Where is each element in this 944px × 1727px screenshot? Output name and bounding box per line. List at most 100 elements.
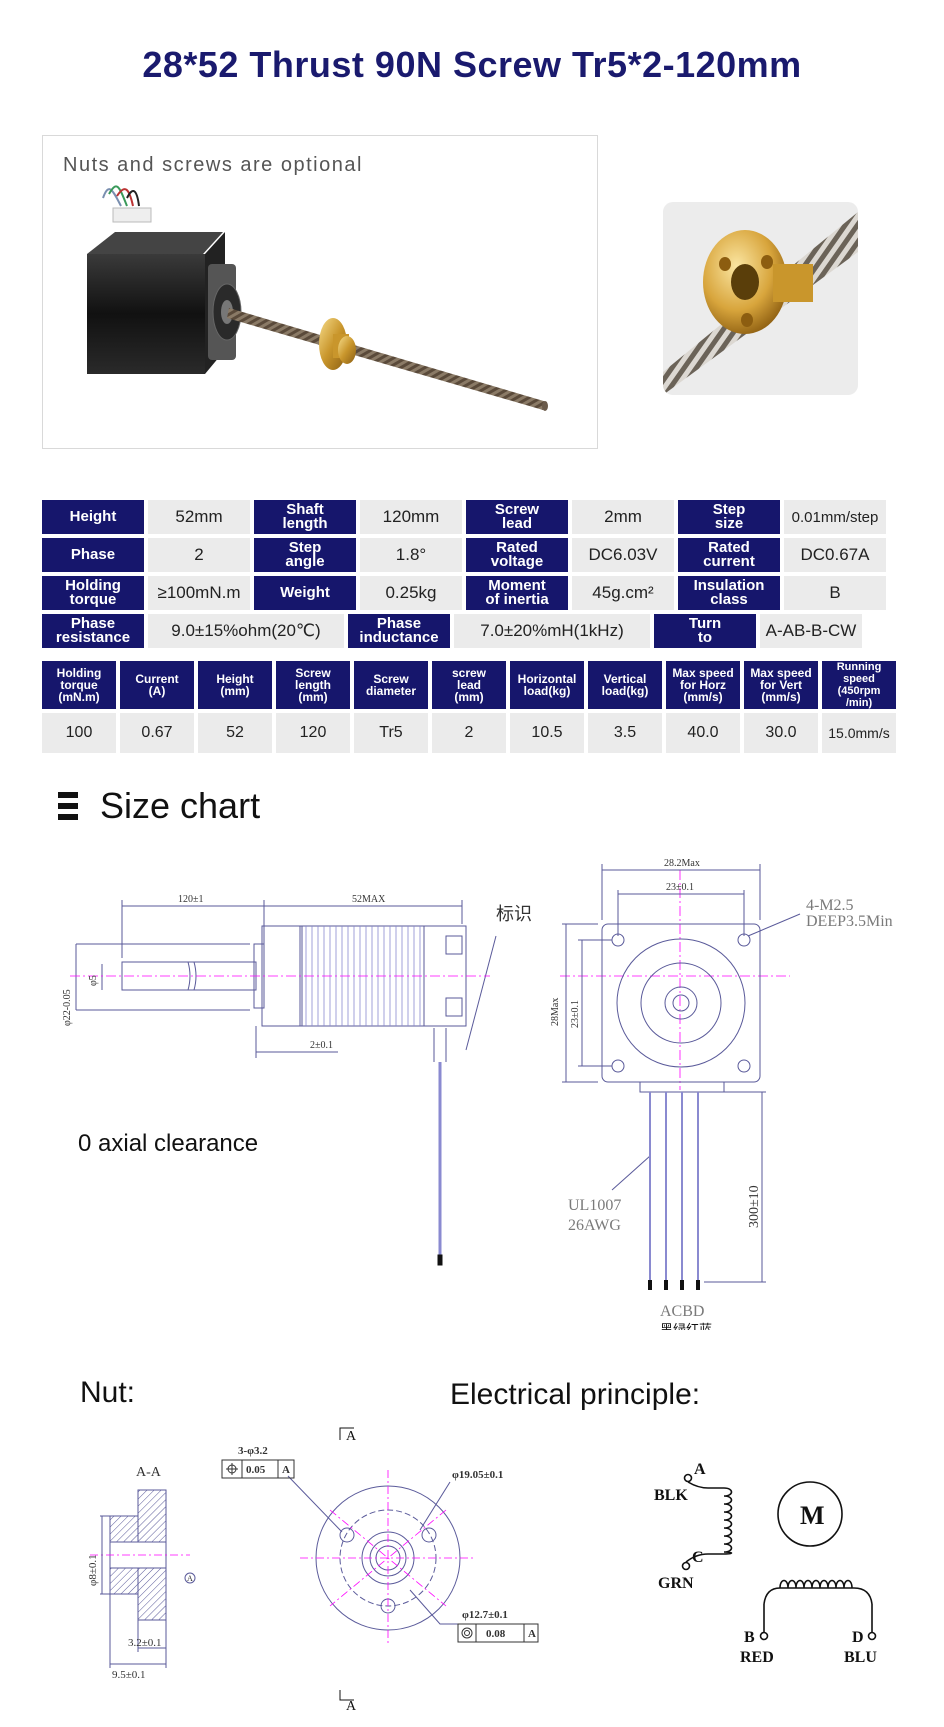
table-row: 100 0.67 52 120 Tr5 2 10.5 3.5 40.0 30.0… [42,713,896,753]
terminal-a: A [694,1461,706,1478]
wire-order: ACBD [660,1303,704,1320]
wire-note-2: 26AWG [568,1217,621,1234]
wire-grn: GRN [658,1575,694,1592]
axial-clearance-note: 0 axial clearance [78,1130,259,1157]
flat-datum: A [528,1628,536,1640]
spec-header-weight: Weight [254,576,356,610]
cut-a-top: A [346,1429,357,1444]
terminal-d: D [852,1629,864,1646]
nut-dim-19: φ19.05±0.1 [452,1469,503,1481]
cell-horizontal-load: 10.5 [510,713,584,753]
nut-drawing: A-A φ8±0.1 3.2±0.1 9.5±0.1 A [87,1427,539,1710]
dim-22: φ22-0.05 [62,989,73,1026]
nut-dim-9-5: 9.5±0.1 [112,1669,146,1681]
size-chart-title: Size chart [100,785,261,826]
wire-colors: 黑绿红蓝 [660,1322,712,1330]
spec-value-shaft-length: 120mm [360,500,462,534]
nut-closeup-image [663,202,858,395]
cell-holding-torque: 100 [42,713,116,753]
col-header-current: Current(A) [120,661,194,709]
spec-header-height: Height [42,500,144,534]
cell-screw-length: 120 [276,713,350,753]
wire-blk: BLK [654,1487,688,1504]
dim-23-top: 23±0.1 [666,882,694,893]
spec-value-rated-current: DC0.67A [784,538,886,572]
nut-dim-12: φ12.7±0.1 [462,1609,508,1621]
screw-note-1: 4-M2.5 [806,897,854,914]
nut-heading: Nut: [80,1376,136,1409]
electrical-diagram: A BLK C GRN B RED D BLU M [654,1461,877,1666]
terminal-b: B [744,1629,755,1646]
col-header-height: Height(mm) [198,661,272,709]
cell-vertical-load: 3.5 [588,713,662,753]
cell-max-speed-horz: 40.0 [666,713,740,753]
pos-tolerance: 0.05 [246,1464,266,1476]
datum-a-marker: A [187,1574,193,1583]
dim-52max: 52MAX [352,894,386,905]
flat-tolerance: 0.08 [486,1628,506,1640]
wire-blu: BLU [844,1649,877,1666]
product-photo-panel: Nuts and screws are optional [42,135,598,449]
spec-value-step-angle: 1.8° [360,538,462,572]
dim-300: 300±10 [747,1185,762,1228]
spec-value-screw-lead: 2mm [572,500,674,534]
stepper-motor-image [87,185,548,411]
cut-a-bottom: A [346,1699,357,1710]
nut-dim-3-2: 3.2±0.1 [128,1637,162,1649]
screw-note-2: DEEP3.5Min [806,913,893,930]
nut-holes: 3-φ3.2 [238,1445,268,1457]
col-header-running-speed: Running speed(450rpm/min) [822,661,896,709]
spec-value-weight: 0.25kg [360,576,462,610]
spec-value-phase: 2 [148,538,250,572]
cell-screw-diameter: Tr5 [354,713,428,753]
menu-bars-icon [58,792,78,820]
cell-running-speed: 15.0mm/s [822,713,896,753]
spec-value-phase-inductance: 7.0±20%mH(1kHz) [454,614,650,648]
spec-value-holding-torque: ≥100mN.m [148,576,250,610]
wire-red: RED [740,1649,774,1666]
spec-value-phase-resistance: 9.0±15%ohm(20℃) [148,614,344,648]
dim-2: 2±0.1 [310,1040,333,1051]
dim-120: 120±1 [178,894,204,905]
page-title: 28*52 Thrust 90N Screw Tr5*2-120mm [142,44,802,85]
spec-value-insulation-class: B [784,576,886,610]
size-chart-drawing: 120±1 52MAX φ22-0.05 φ5 2±0.1 28.2Max 23… [62,858,893,1330]
spec-header-phase: Phase [42,538,144,572]
nut-dim-8: φ8±0.1 [87,1554,99,1586]
nut-section-label: A-A [136,1465,162,1480]
spec-value-moment-of-inertia: 45g.cm² [572,576,674,610]
dim-28-side: 28Max [550,998,561,1026]
cell-screw-lead: 2 [432,713,506,753]
cell-current: 0.67 [120,713,194,753]
dim-5: φ5 [88,975,99,986]
electrical-heading: Electrical principle: [450,1378,701,1411]
wire-note-1: UL1007 [568,1197,621,1214]
mark-label: 标识 [496,904,532,924]
spec-value-rated-voltage: DC6.03V [572,538,674,572]
